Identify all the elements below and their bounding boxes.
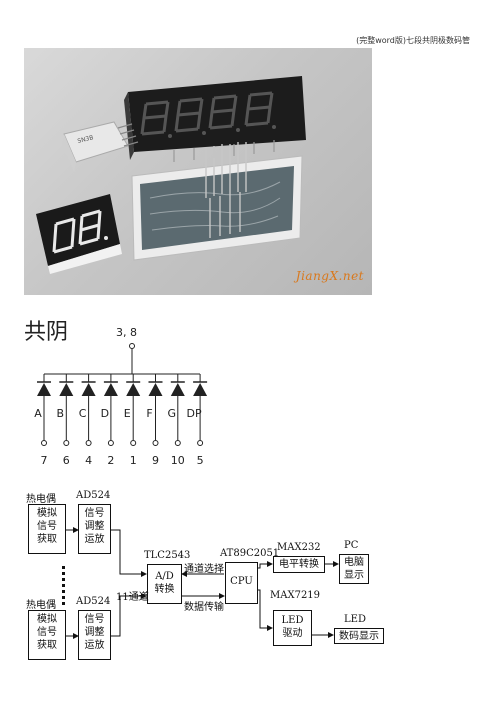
cpu-box: CPU (225, 562, 258, 604)
photo-watermark: JiangX.net (295, 269, 364, 283)
pin-number: 9 (152, 454, 159, 467)
segment-label-f: F (146, 407, 152, 420)
signal-acquisition-box-top: 模拟信号获取 (28, 504, 66, 554)
segment-column-f: F9 (146, 374, 163, 467)
max7219-label: MAX7219 (270, 590, 321, 601)
pin-number: 4 (85, 454, 92, 467)
pinout-title: 共阴 (24, 320, 69, 345)
signal-amplifier-box-top: 信号调整运放 (78, 504, 111, 554)
segment-column-a: A7 (34, 374, 51, 467)
segment-column-dp: DP 5 (187, 374, 208, 467)
pin-terminal (197, 440, 204, 446)
photo-illustration: SN3B (36, 76, 306, 274)
diode-g (170, 383, 185, 396)
digit-display-box: 数码显示 (334, 628, 384, 644)
segment-label-g: G (168, 407, 177, 420)
pin-terminal (85, 440, 92, 446)
pin-terminal (41, 440, 47, 446)
pin-number: 6 (63, 454, 70, 467)
data-transfer-label: 数据传输 (184, 602, 224, 613)
pin-terminal (63, 440, 70, 446)
segment-column-e: E1 (124, 374, 141, 467)
diode-c (81, 383, 96, 396)
diode-e (126, 383, 141, 396)
segment-column-g: G 10 (168, 374, 185, 467)
four-digit-display (124, 76, 306, 162)
segment-label-e: E (124, 407, 131, 420)
diode-d (103, 383, 118, 396)
segment-column-b: B6 (57, 374, 74, 467)
level-shift-box: 电平转换 (273, 556, 325, 573)
signal-amplifier-box-bottom: 信号调整运放 (78, 610, 111, 660)
segment-label-c: C (79, 407, 87, 420)
common-pin-label: 3, 8 (116, 326, 137, 339)
pin-number: 2 (107, 454, 114, 467)
document-header-note: (完整word版)七段共阴极数码管 (356, 36, 470, 45)
led-label: LED (344, 614, 366, 625)
small-module: SN3B (62, 121, 139, 172)
pc-label: PC (344, 540, 359, 551)
thermocouple-label-top: 热电偶 (26, 494, 56, 505)
pin-number: 1 (130, 454, 137, 467)
pcb-display (131, 142, 303, 261)
channel-select-label: 通道选择 (184, 564, 224, 575)
pin-number: 10 (171, 454, 185, 467)
ad524-label-bottom: AD524 (76, 596, 111, 607)
continuation-dots (62, 566, 65, 605)
pin-terminal (107, 440, 114, 446)
at89c2051-label: AT89C2051 (220, 548, 280, 559)
segment-label-dp: DP (187, 407, 202, 420)
common-pin-terminal (129, 343, 135, 349)
single-digit-display (36, 194, 122, 274)
seven-segment-photo: SN3B JiangX.net (24, 48, 372, 295)
ad524-label-top: AD524 (76, 490, 111, 501)
channels-label: 11通道 (116, 592, 149, 603)
system-block-diagram: 热电偶 模拟信号获取 AD524 信号调整运放 热电偶 模拟信号获取 AD524… (20, 490, 390, 690)
pc-display-box: 电脑显示 (339, 554, 369, 584)
diode-f (148, 383, 163, 396)
segment-column-d: D2 (101, 374, 118, 467)
max232-label: MAX232 (277, 542, 321, 553)
pin-number: 5 (197, 454, 204, 467)
diode-dp (193, 383, 208, 396)
segment-label-d: D (101, 407, 109, 420)
pin-terminal (174, 440, 181, 446)
diode-b (59, 383, 74, 396)
pin-number: 7 (41, 454, 48, 467)
pin-terminal (130, 440, 137, 446)
block-diagram-wiring (62, 527, 339, 639)
signal-acquisition-box-bottom: 模拟信号获取 (28, 610, 66, 660)
pin-terminal (152, 440, 159, 446)
svg-text:SN3B: SN3B (77, 134, 94, 145)
thermocouple-label-bottom: 热电偶 (26, 600, 56, 611)
segment-label-b: B (57, 407, 65, 420)
segment-column-c: C4 (79, 374, 96, 467)
diode-a (37, 383, 51, 396)
tlc2543-label: TLC2543 (144, 550, 191, 561)
segment-label-a: A (34, 407, 42, 420)
